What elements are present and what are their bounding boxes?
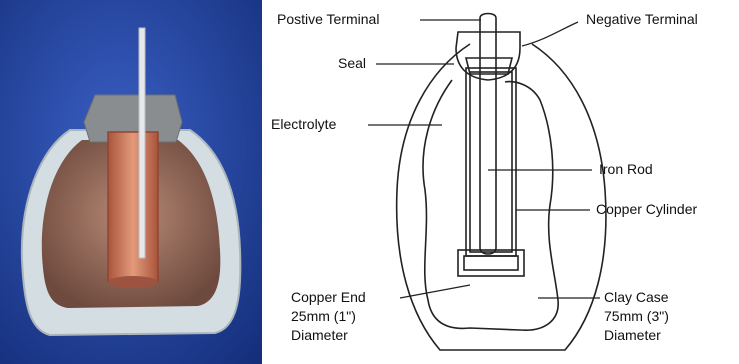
label-clay-case-line3: Diameter [604, 326, 669, 345]
label-positive-terminal: Postive Terminal [277, 10, 379, 29]
label-clay-case: Clay Case 75mm (3") Diameter [604, 288, 669, 345]
leader-copper-end [400, 285, 470, 298]
label-iron-rod: Iron Rod [599, 160, 653, 179]
leader-negative-terminal [522, 22, 578, 46]
label-copper-cylinder: Copper Cylinder [596, 200, 697, 219]
photo-iron-rod [139, 28, 145, 258]
clay-case-inner [423, 80, 558, 330]
label-electrolyte: Electrolyte [271, 115, 336, 134]
copper-cylinder-inner [470, 72, 512, 252]
jar-photograph [0, 0, 262, 364]
copper-cylinder-shape [466, 68, 516, 256]
label-negative-terminal: Negative Terminal [586, 10, 698, 29]
iron-rod-shape [480, 14, 496, 255]
copper-end-inner [464, 256, 518, 270]
label-copper-end: Copper End 25mm (1") Diameter [291, 288, 366, 345]
photo-copper-base [108, 276, 158, 288]
label-copper-end-line1: Copper End [291, 288, 366, 307]
label-clay-case-line2: 75mm (3") [604, 307, 669, 326]
photo-copper-cylinder [108, 132, 158, 282]
label-seal: Seal [338, 54, 366, 73]
label-copper-end-line3: Diameter [291, 326, 366, 345]
label-copper-end-line2: 25mm (1") [291, 307, 366, 326]
label-clay-case-line1: Clay Case [604, 288, 669, 307]
